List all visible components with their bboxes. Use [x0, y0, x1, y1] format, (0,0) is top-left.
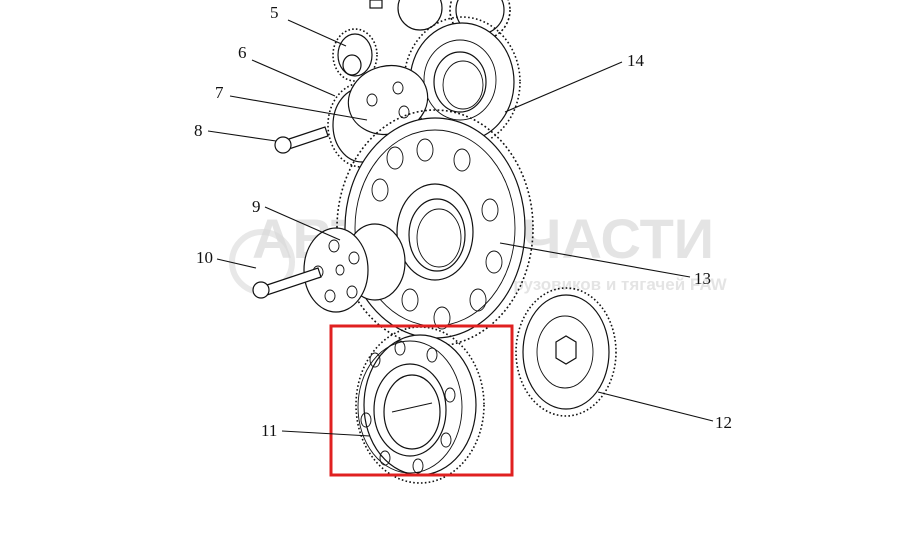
callout-10: 10	[196, 248, 213, 267]
gear-13-hole	[453, 148, 471, 172]
gear-12-hub	[536, 315, 594, 389]
leader-7	[229, 95, 368, 121]
watermark-sub: для грузовиков и тягачей FAW	[470, 275, 728, 294]
plate-7-hole	[392, 81, 404, 95]
leader-lines	[207, 19, 714, 437]
plate-7-hole	[398, 105, 410, 119]
gear-12-hex	[555, 335, 577, 365]
gear-11-face	[357, 340, 463, 474]
gear-12-teeth	[515, 287, 617, 417]
gear-13-hole	[485, 250, 503, 274]
gear-13-hole	[481, 198, 499, 222]
gear-13	[336, 109, 534, 347]
gear-13-hole	[469, 288, 487, 312]
leader-14	[504, 61, 623, 113]
gear-13-teeth	[336, 109, 534, 347]
part-9-hole	[346, 285, 358, 299]
part-9	[303, 223, 406, 313]
leader-12	[597, 391, 714, 422]
gear-13-hole	[433, 306, 451, 330]
gear-14-bore	[433, 51, 487, 113]
leader-9	[264, 206, 341, 241]
bolt-10	[252, 267, 322, 299]
gear-5	[332, 28, 378, 82]
part-9-hole	[348, 251, 360, 265]
gear-13-bore	[408, 198, 466, 272]
callout-9: 9	[252, 197, 261, 216]
part-9-hole	[328, 239, 340, 253]
callout-12: 12	[715, 413, 732, 432]
leader-11	[281, 430, 371, 437]
callout-11: 11	[261, 421, 277, 440]
gear-13-hole	[371, 178, 389, 202]
gear-11-holes	[360, 340, 456, 474]
callout-8: 8	[194, 121, 203, 140]
gear-11-hole	[394, 340, 406, 356]
gear-13-hole	[401, 288, 419, 312]
leader-5	[287, 19, 347, 47]
callout-13: 13	[694, 269, 711, 288]
gear-13-hole	[386, 146, 404, 170]
gear-13-hole	[416, 138, 434, 162]
gear-11-centerline	[391, 402, 433, 413]
gear-11-hole	[440, 432, 452, 448]
leader-10	[216, 258, 257, 269]
part-9-hole	[324, 289, 336, 303]
gear-11-hole	[379, 450, 391, 466]
gear-11-teeth	[355, 326, 485, 484]
bolt-10-head	[252, 281, 270, 299]
gear-12	[515, 287, 617, 417]
gear-11	[355, 326, 485, 484]
leader-13	[499, 242, 691, 278]
gear-14-bore-inner	[442, 60, 484, 110]
gear-5-bore	[342, 54, 362, 76]
gear-5-teeth	[332, 28, 378, 82]
leader-8	[207, 130, 277, 142]
bolt-8	[274, 126, 329, 154]
callout-5: 5	[270, 3, 279, 22]
gear-11-hole	[360, 412, 372, 428]
callout-labels: 5 6 7 8 9 10 11 12 13 14	[194, 3, 732, 440]
top-bolt	[369, 0, 383, 9]
gear-11-hole	[444, 387, 456, 403]
gear-11-hole	[412, 458, 424, 474]
bolt-8-shank	[285, 126, 329, 150]
highlight-box	[329, 324, 514, 477]
leader-6	[251, 59, 336, 97]
callout-7: 7	[215, 83, 224, 102]
top-disc	[397, 0, 443, 31]
bolt-8-head	[274, 136, 292, 154]
gear-14-hub-ring	[423, 39, 497, 121]
plate-7-hole	[366, 93, 378, 107]
gear-13-bore-inner	[416, 208, 462, 268]
gear-11-bore	[383, 374, 441, 450]
gear-11-hole	[426, 347, 438, 363]
part-9-center	[335, 264, 345, 276]
callout-14: 14	[627, 51, 645, 70]
gear-11-hole	[369, 352, 381, 368]
callout-6: 6	[238, 43, 247, 62]
